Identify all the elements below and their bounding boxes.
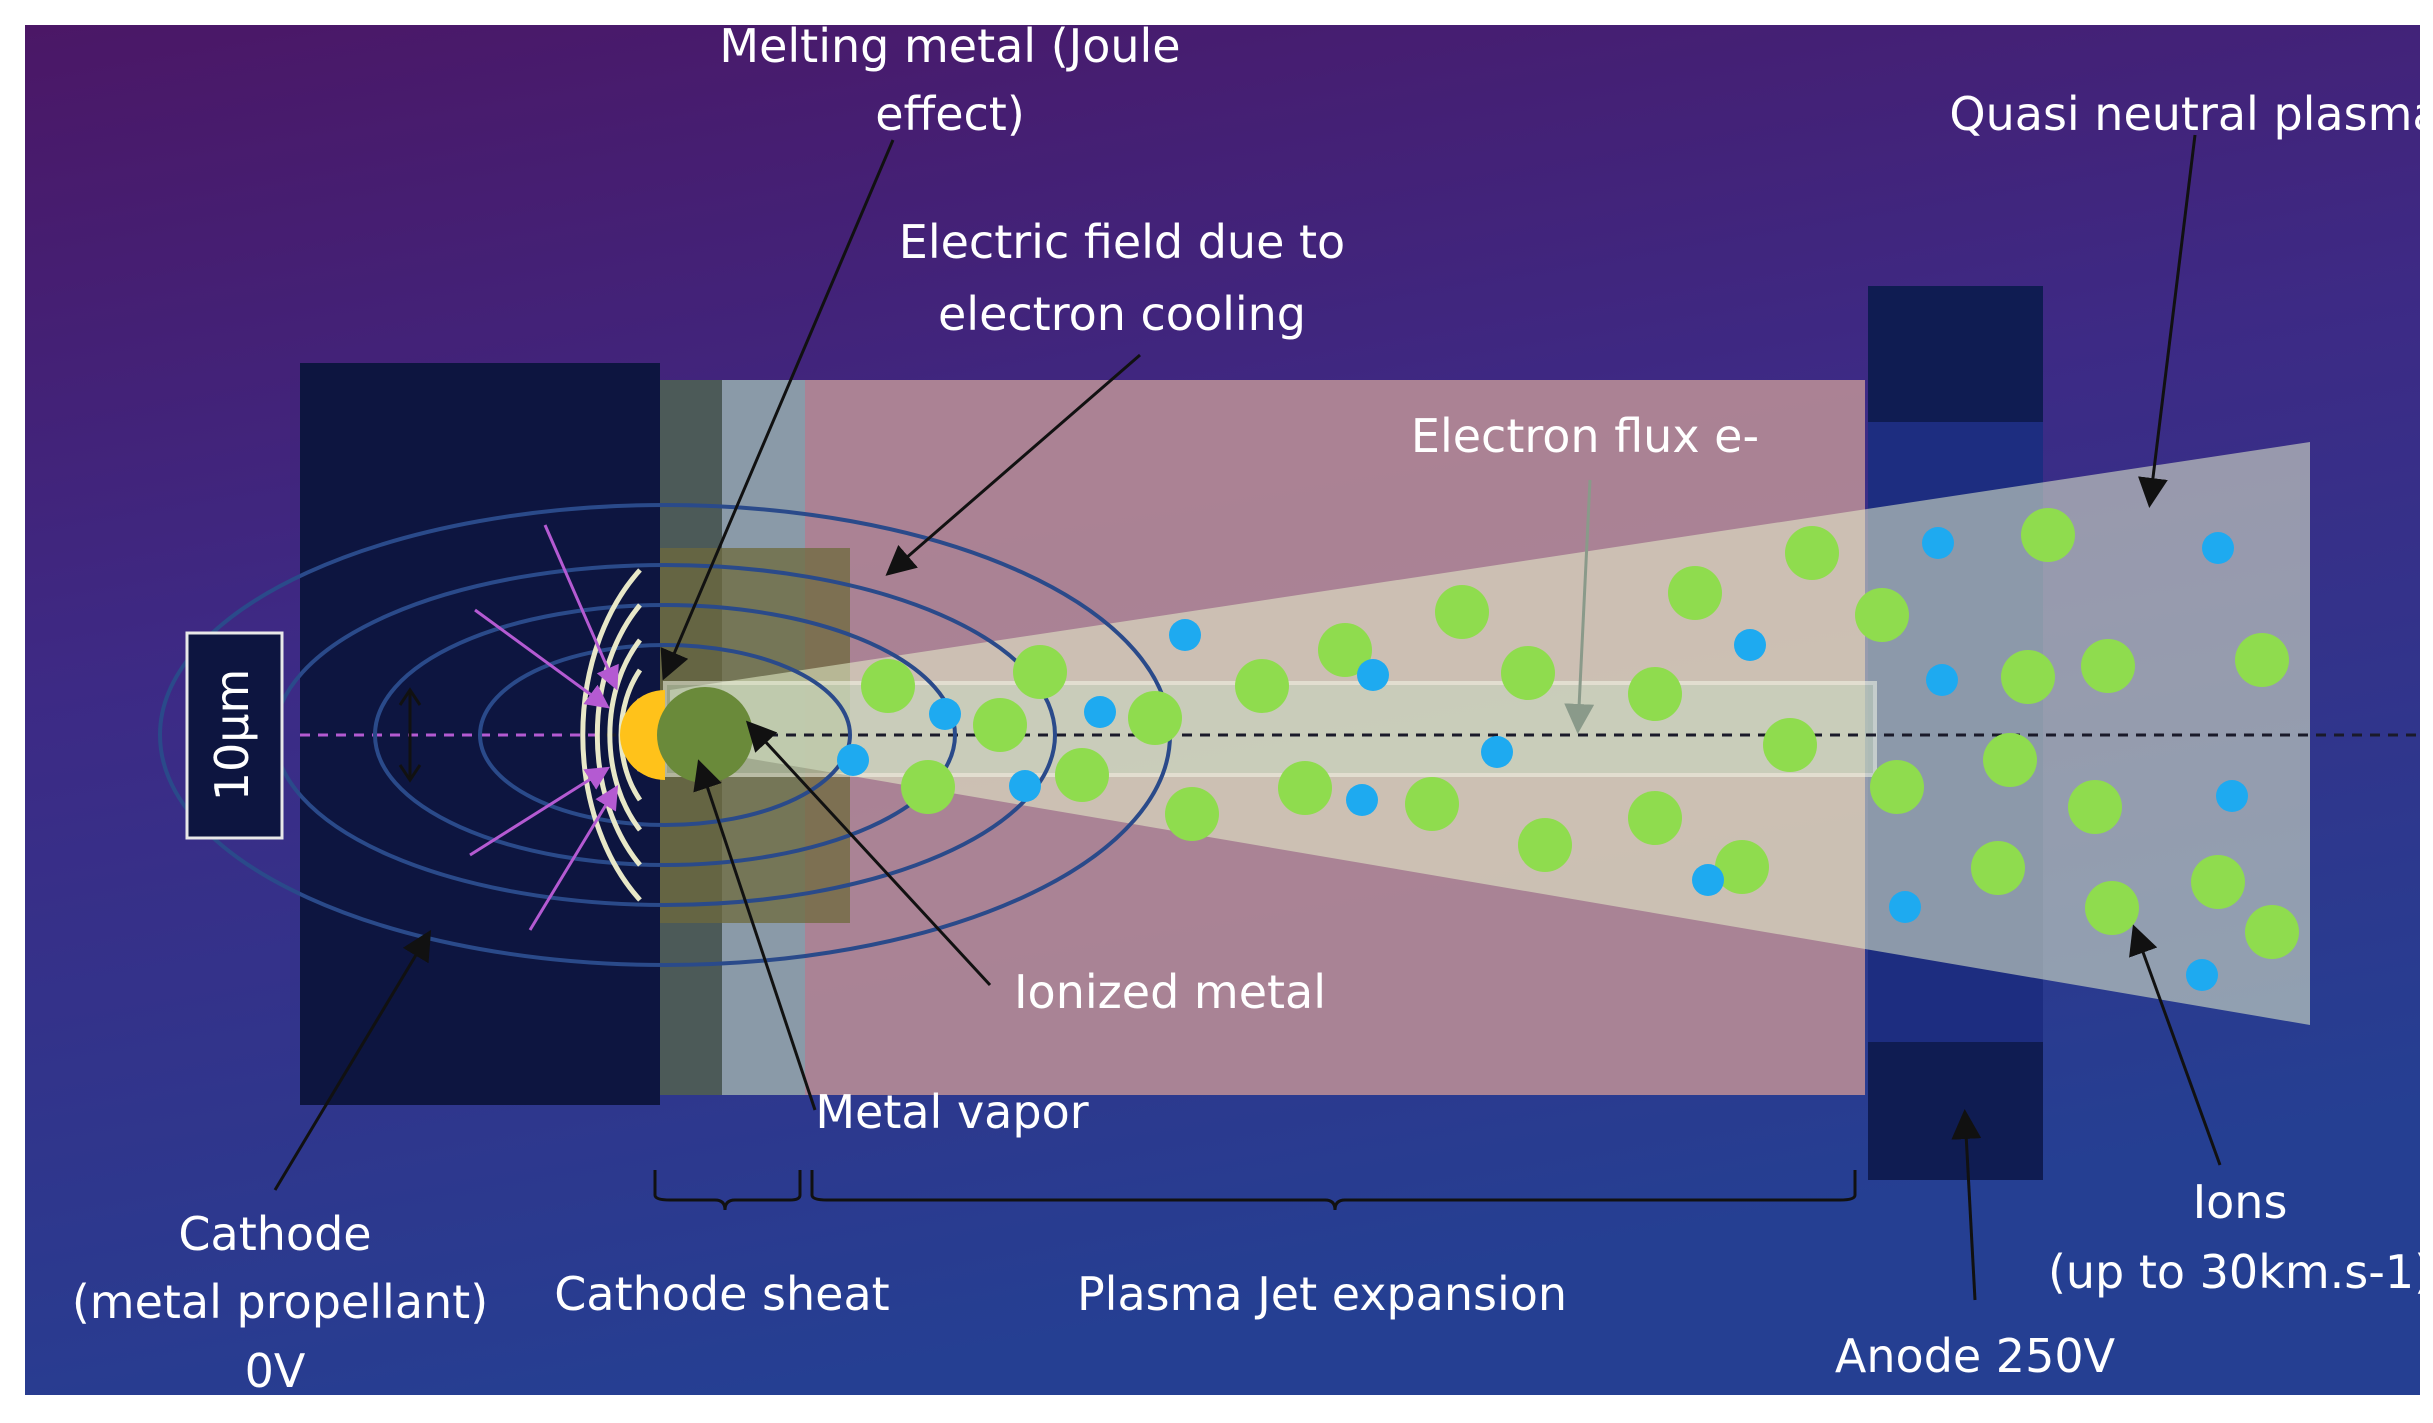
plasma-jet-brace (810, 1170, 1857, 1211)
melt-spot (620, 690, 665, 780)
inflow-arrows (469, 524, 619, 931)
efield-label-line2: electron cooling (938, 287, 1306, 341)
melting-label-line1: Melting metal (Joule (719, 19, 1180, 73)
ions-label-line1: Ions (2193, 1175, 2288, 1229)
neutral-particles (861, 508, 2299, 959)
quasi-neutral-label: Quasi neutral plasma (1949, 87, 2433, 141)
vapor-spot (657, 687, 753, 783)
annotation-arrows (273, 134, 2222, 1301)
anode-label: Anode 250V (1835, 1329, 2116, 1383)
ionized-metal-label: Ionized metal (1014, 965, 1326, 1019)
metal-vapor-label: Metal vapor (815, 1085, 1088, 1139)
cathode-label-line1: Cathode (178, 1207, 371, 1261)
plasma-jet-label: Plasma Jet expansion (1077, 1267, 1567, 1321)
cathode-sheat-label: Cathode sheat (554, 1267, 889, 1321)
scale-box (185, 631, 284, 840)
cathode-label-line3: 0V (245, 1344, 306, 1398)
anode-block-top (1868, 286, 2043, 422)
efield-label-line1: Electric field due to (899, 215, 1345, 269)
cathode-label-line2: (metal propellant) (72, 1275, 488, 1329)
scale-arrow-head-top (398, 687, 422, 706)
scale-arrow-head-bottom (398, 764, 422, 783)
electron-flux-arrow (1564, 479, 1595, 734)
melting-label-line2: effect) (875, 87, 1025, 141)
cathode-sheat-brace (653, 1170, 802, 1211)
electron-flux-label: Electron flux e- (1411, 409, 1759, 463)
ions-label-line2: (up to 30km.s-1) (2048, 1245, 2432, 1299)
scale-label: 10µm (205, 669, 259, 802)
ion-particles (837, 527, 2248, 991)
anode-block-bottom (1868, 1042, 2043, 1180)
braces (653, 1170, 1857, 1211)
